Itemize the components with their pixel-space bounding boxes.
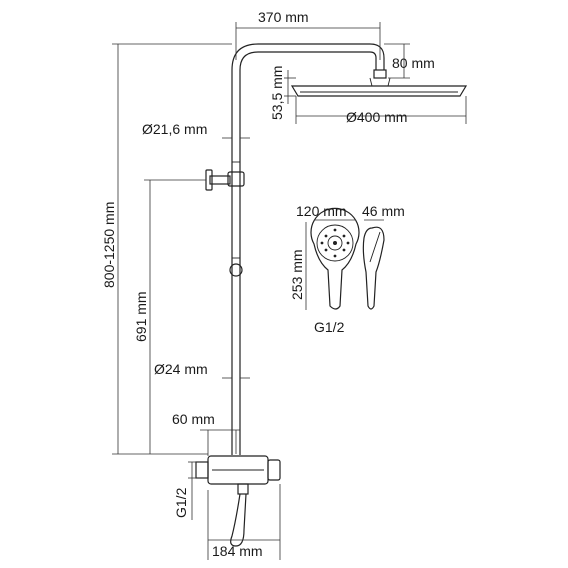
hand-shower-side	[362, 226, 385, 310]
label-inlet-thread: G1/2	[173, 487, 189, 518]
hand-shower-front	[310, 207, 360, 310]
rain-shower-head	[290, 77, 468, 97]
dimension-lines	[112, 22, 467, 560]
label-arm-length: 370 mm	[258, 9, 309, 25]
label-hand-shower-thread: G1/2	[314, 319, 345, 335]
thermostatic-mixer	[195, 455, 281, 495]
slider-bracket	[205, 161, 245, 191]
label-hand-shower-length: 253 mm	[289, 249, 305, 300]
shower-arm	[231, 43, 387, 79]
label-head-diameter: Ø400 mm	[346, 109, 407, 125]
label-mixer-width: 184 mm	[212, 543, 263, 559]
label-total-height: 800-1250 mm	[101, 202, 117, 288]
label-mixer-offset: 60 mm	[172, 411, 215, 427]
riser-pipe	[231, 70, 241, 455]
label-hand-shower-depth: 46 mm	[362, 203, 405, 219]
label-pipe-upper-diameter: Ø21,6 mm	[142, 121, 207, 137]
hose	[230, 493, 247, 547]
label-slider-height: 691 mm	[133, 291, 149, 342]
label-arm-drop: 80 mm	[392, 55, 435, 71]
pipe-collar	[229, 257, 243, 277]
label-head-thickness: 53,5 mm	[269, 66, 285, 120]
label-hand-shower-width: 120 mm	[296, 203, 347, 219]
label-pipe-lower-diameter: Ø24 mm	[154, 361, 208, 377]
